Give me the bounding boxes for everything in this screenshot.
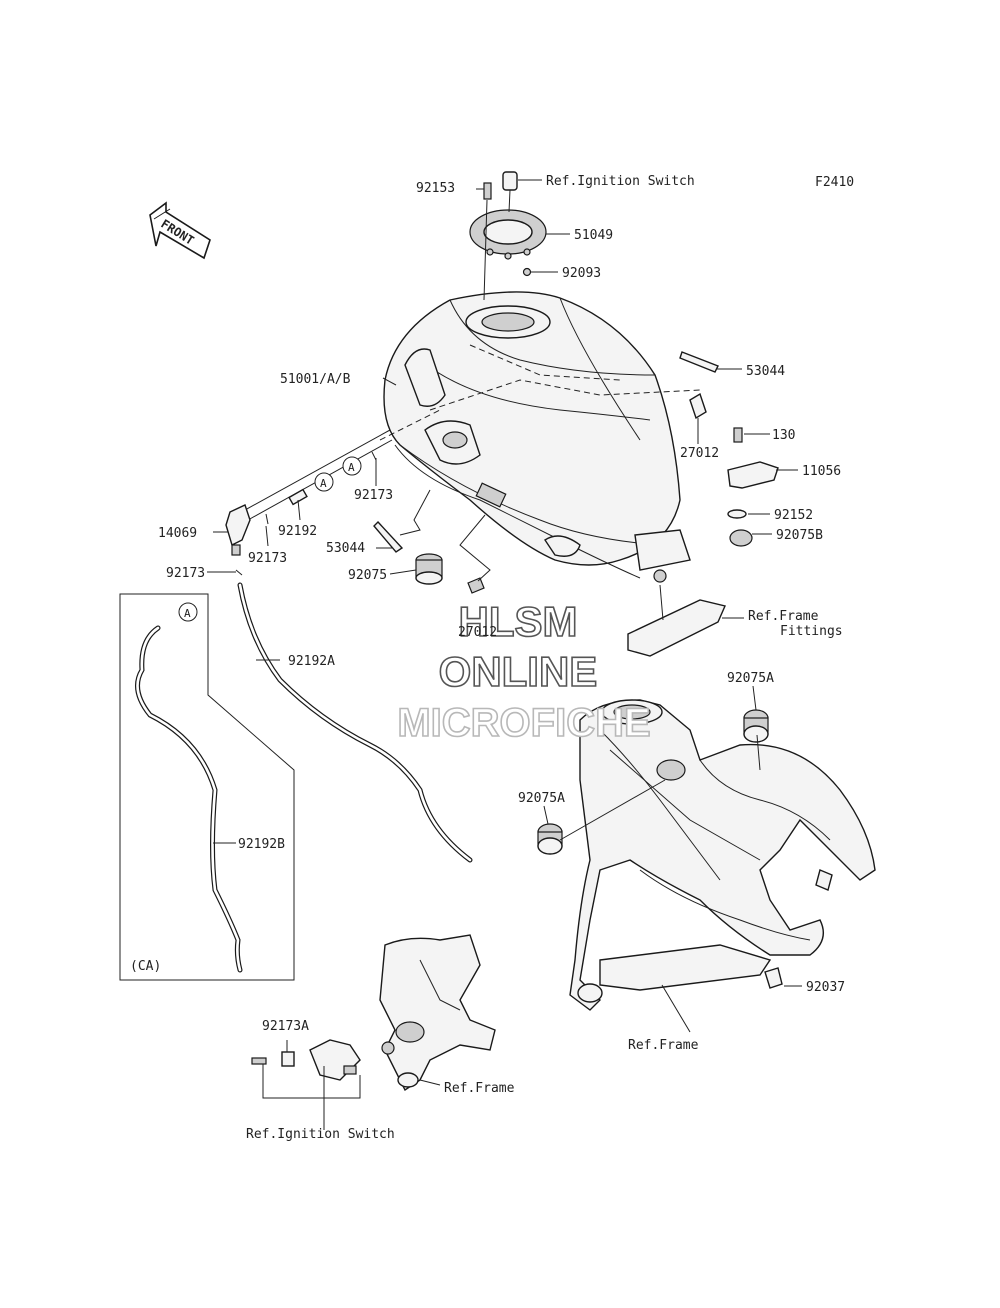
label-51001-a-b: 51001/A/B xyxy=(280,372,351,387)
label-plate-mid-part xyxy=(467,577,485,594)
label-92173-low: 92173 xyxy=(166,566,205,581)
label-92075B: 92075B xyxy=(776,528,823,543)
rollover-valve-14069-part xyxy=(225,504,251,556)
label-ref-frame-right: Ref.Frame xyxy=(628,1038,699,1053)
callout-a-mid xyxy=(342,456,362,476)
watermark-line-3: MICROFICHE xyxy=(397,701,650,745)
label-92075: 92075 xyxy=(348,568,387,583)
label-53044-right: 53044 xyxy=(746,364,785,379)
label-92173-left: 92173 xyxy=(248,551,287,566)
damper-92075A-top-part xyxy=(743,709,769,743)
damper-92075B-part xyxy=(729,529,753,547)
fuel-cap-ring xyxy=(469,209,547,260)
watermark: HLSM ONLINE MICROFICHE xyxy=(397,597,652,746)
label-27012-right: 27012 xyxy=(680,446,719,461)
label-92192B: 92192B xyxy=(238,837,285,852)
fuel-tank xyxy=(379,291,701,583)
label-27012-mid: 27012 xyxy=(458,625,497,640)
hose-92192-part xyxy=(288,488,308,506)
label-ref-ignition-switch-top: Ref.Ignition Switch xyxy=(546,174,695,189)
callout-a-mid-label: A xyxy=(348,461,355,474)
label-plate-right-part xyxy=(689,392,707,420)
hose-92192B-part xyxy=(135,625,243,973)
label-92075A-left: 92075A xyxy=(518,791,565,806)
diagram-code: F2410 xyxy=(815,175,854,190)
bracket-11056-part xyxy=(727,461,779,489)
rubber-strip-left-part xyxy=(373,520,404,553)
frame-fitting-bracket xyxy=(627,599,726,657)
nut-92093-part xyxy=(522,267,532,277)
steering-head-frame xyxy=(379,934,496,1092)
inset-callout-a: A xyxy=(184,607,191,620)
label-92173A: 92173A xyxy=(262,1019,309,1034)
watermark-line-1: HLSM xyxy=(459,598,578,645)
callout-a-upper-label: A xyxy=(320,477,327,490)
rubber-strip-right-part xyxy=(679,351,719,373)
front-arrow-icon: FRONT xyxy=(149,201,211,260)
damper-92075-part xyxy=(415,553,443,585)
label-92173-mid: 92173 xyxy=(354,488,393,503)
label-14069: 14069 xyxy=(158,526,197,541)
label-53044-left: 53044 xyxy=(326,541,365,556)
watermark-line-2: ONLINE xyxy=(439,648,598,695)
label-ref-frame-fittings-1: Ref.Frame xyxy=(748,609,819,624)
label-92152: 92152 xyxy=(774,508,813,523)
label-11056: 11056 xyxy=(802,464,841,479)
bolt-130-part xyxy=(733,427,743,443)
inset-label: (CA) xyxy=(130,959,161,974)
hose-92192A-part xyxy=(237,582,473,863)
label-130: 130 xyxy=(772,428,795,443)
inset-box-ca: A (CA) xyxy=(119,593,295,981)
callout-a-upper xyxy=(314,472,334,492)
label-92075A-top: 92075A xyxy=(727,671,774,686)
motorcycle-frame xyxy=(569,699,876,1011)
label-92153: 92153 xyxy=(416,181,455,196)
label-92093: 92093 xyxy=(562,266,601,281)
label-ref-ignition-switch-bottom: Ref.Ignition Switch xyxy=(246,1127,395,1142)
damper-92075A-left-part xyxy=(537,823,563,855)
screw-92153-part xyxy=(483,182,492,200)
ignition-switch-bolts xyxy=(251,1039,361,1081)
label-92192A: 92192A xyxy=(288,654,335,669)
label-ref-frame-left: Ref.Frame xyxy=(444,1081,515,1096)
washer-92152-part xyxy=(727,509,747,519)
clip-92037-part xyxy=(764,967,783,989)
label-51049: 51049 xyxy=(574,228,613,243)
label-ref-frame-fittings-2: Fittings xyxy=(780,624,843,639)
ignition-bushing-part xyxy=(502,171,518,191)
label-92037: 92037 xyxy=(806,980,845,995)
label-92192: 92192 xyxy=(278,524,317,539)
